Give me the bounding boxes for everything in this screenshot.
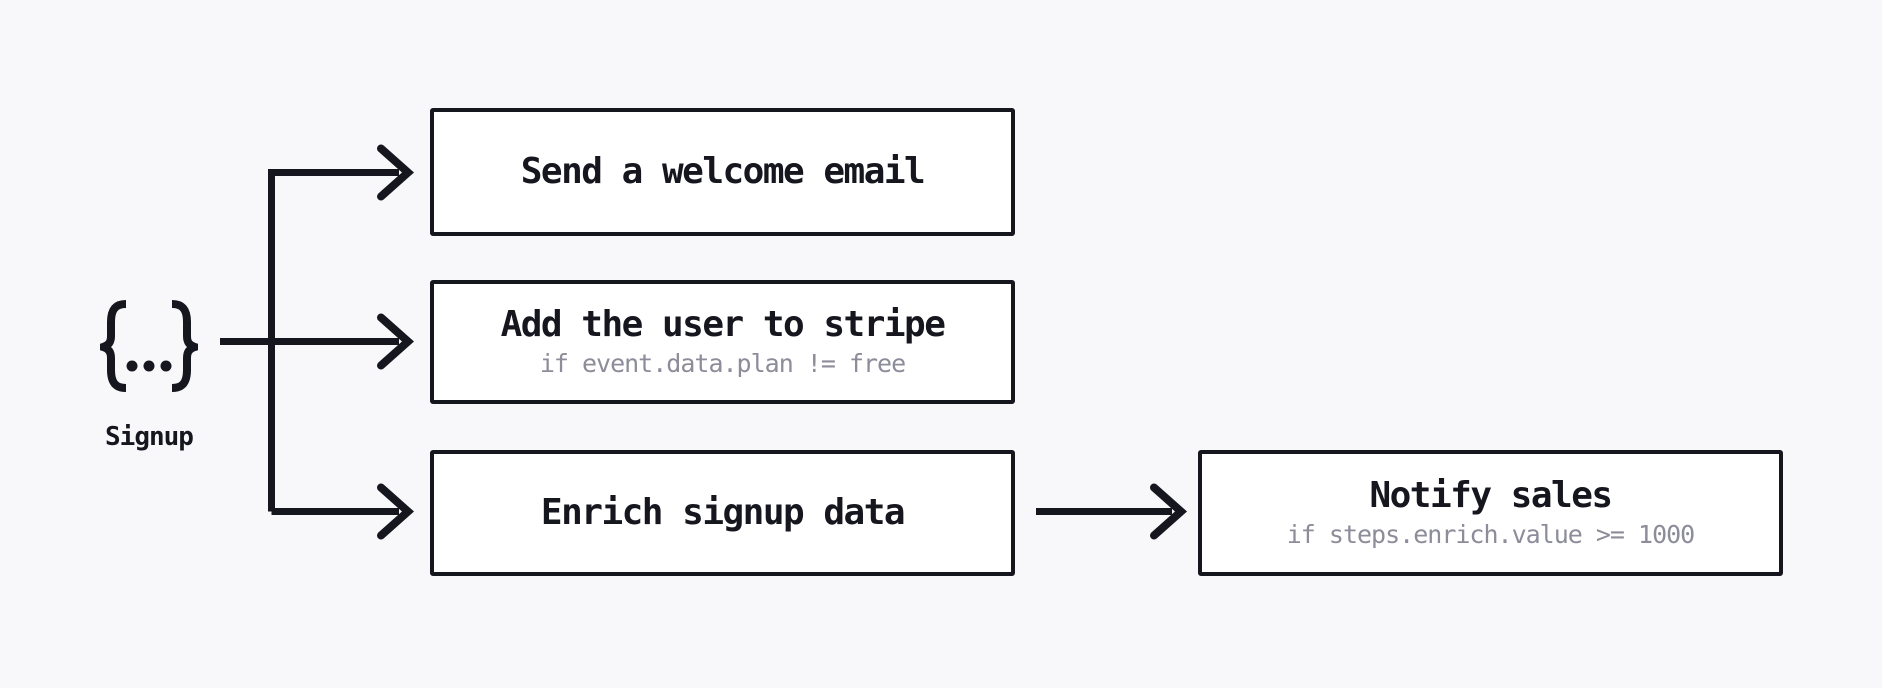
arrowhead-stripe (377, 313, 415, 370)
step-title: Send a welcome email (520, 150, 926, 192)
step-title: Enrich signup data (540, 491, 906, 533)
step-box-notify-sales: Notify sales if steps.enrich.value >= 10… (1198, 450, 1783, 576)
step-title: Add the user to stripe (500, 304, 946, 346)
arrowhead-notify (1150, 483, 1188, 540)
step-title: Notify sales (1369, 475, 1613, 517)
arrowhead-email (377, 144, 415, 201)
curly-braces-event-icon (100, 300, 198, 392)
step-condition: if steps.enrich.value >= 1000 (1286, 519, 1695, 549)
trigger-label: Signup (105, 422, 194, 452)
step-condition: if event.data.plan != free (539, 348, 906, 378)
arrowhead-enrich (377, 483, 415, 540)
step-box-send-welcome-email: Send a welcome email (430, 108, 1015, 236)
step-box-add-user-to-stripe: Add the user to stripe if event.data.pla… (430, 280, 1015, 404)
step-box-enrich-signup-data: Enrich signup data (430, 450, 1015, 576)
arrow-branch-to-email (268, 169, 399, 512)
